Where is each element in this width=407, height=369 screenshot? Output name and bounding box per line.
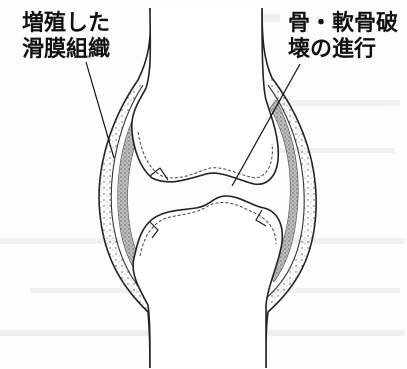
synovium-label-line-1: 増殖した [22,11,110,37]
leader-line-synovium [86,62,114,158]
upper-bone [132,8,279,184]
destruction-label-line-1: 骨・軟骨破 [288,11,398,37]
synovium-label-line-2: 滑膜組織 [22,37,110,63]
destruction-label-line-2: 壊の進行 [288,37,376,63]
